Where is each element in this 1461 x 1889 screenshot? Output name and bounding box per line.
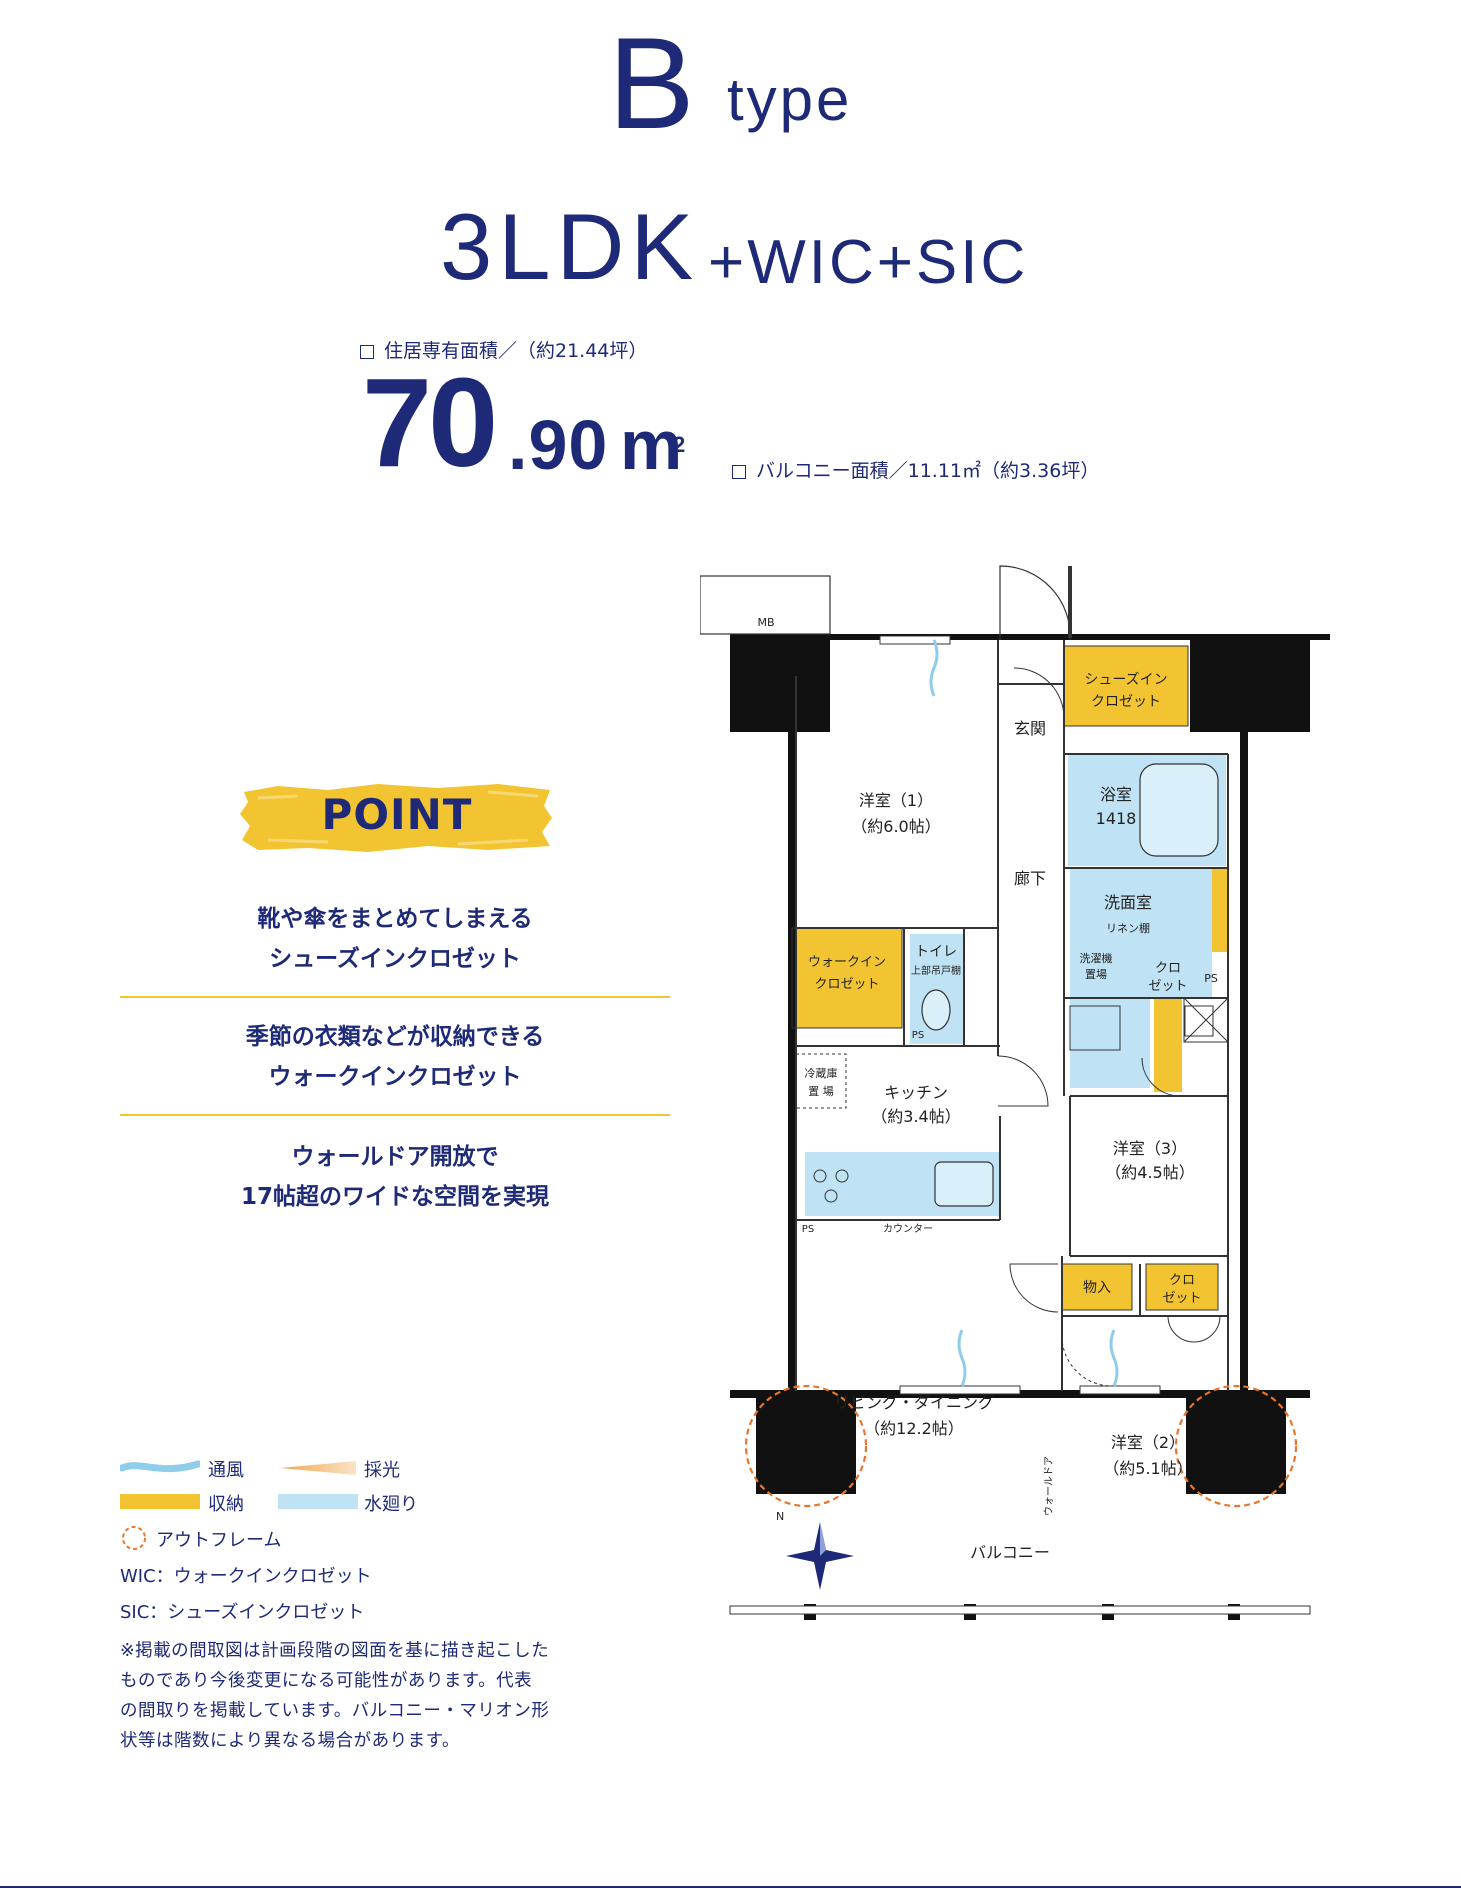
north-label: N	[776, 1510, 784, 1523]
balcony-label: バルコニー	[970, 1543, 1050, 1562]
toilet-shelf-label: 上部吊戸棚	[911, 964, 961, 977]
washer-label: 置場	[1085, 968, 1107, 981]
storage-areas	[792, 646, 1228, 1310]
closet-b-label: クロ	[1169, 1273, 1195, 1288]
ps-label: PS	[912, 1030, 924, 1041]
closet-a-label: クロ	[1155, 961, 1181, 976]
mb-label: MB	[757, 616, 774, 629]
storage-swatch	[120, 1494, 200, 1509]
legend-water: 水廻り	[364, 1494, 418, 1515]
ps-label: PS	[1204, 972, 1218, 985]
area-label-row: 住居専有面積／（約21.44坪）	[360, 342, 647, 361]
area-unit: m	[620, 406, 683, 484]
area-label: 住居専有面積／（約21.44坪）	[384, 340, 648, 362]
counter-label: カウンター	[883, 1223, 933, 1235]
ventilation-icon	[120, 1460, 200, 1473]
room1-size: （約6.0帖）	[851, 817, 940, 836]
square-icon	[360, 345, 374, 359]
closet-b-label: ゼット	[1162, 1291, 1201, 1306]
corridor-label: 廊下	[1014, 869, 1046, 888]
room1-label: 洋室（1）	[859, 791, 933, 810]
divider	[120, 996, 670, 998]
kitchen-label: キッチン	[884, 1083, 948, 1102]
room2-label: 洋室（2）	[1111, 1433, 1185, 1452]
area-unit-sup: 2	[673, 432, 686, 457]
legend-wic: WIC：ウォークインクロゼット	[120, 1566, 372, 1587]
room3-label: 洋室（3）	[1113, 1139, 1187, 1158]
legend-outframe: アウトフレーム	[156, 1530, 282, 1551]
water-swatch	[278, 1494, 358, 1509]
compass-icon	[786, 1522, 854, 1590]
plan-main: 3LDK	[440, 194, 700, 299]
storage-label: 物入	[1083, 1280, 1111, 1296]
ps-label: PS	[802, 1224, 814, 1235]
outframe-circle-right	[1174, 1384, 1298, 1508]
balcony-label-row: バルコニー面積／11.11㎡（約3.36坪）	[732, 462, 1099, 481]
kitchen-size: （約3.4帖）	[871, 1107, 960, 1126]
linen-label: リネン棚	[1106, 921, 1150, 935]
ld-size: （約12.2帖）	[864, 1419, 964, 1438]
floor-plan: MB	[700, 565, 1330, 1620]
point-2-line2: ウォークインクロゼット	[268, 1064, 522, 1090]
disclaimer-note: ※掲載の間取図は計画段階の図面を基に描き起こしたものであり今後変更になる可能性が…	[120, 1641, 550, 1751]
point-brush-stroke	[240, 784, 552, 852]
wic-label: クロゼット	[814, 977, 879, 992]
fridge-label: 置 場	[808, 1085, 834, 1098]
closet-a-label: ゼット	[1148, 979, 1187, 994]
washroom-label: 洗面室	[1104, 893, 1152, 912]
point-3-line2: 17帖超のワイドな空間を実現	[240, 1184, 549, 1210]
point-badge: POINT	[321, 790, 473, 839]
fridge-label: 冷蔵庫	[805, 1066, 838, 1080]
bath-label: 浴室	[1100, 785, 1132, 804]
legend-daylight: 採光	[364, 1460, 400, 1481]
wic-label: ウォークイン	[808, 955, 886, 970]
entrance-label: 玄関	[1014, 719, 1046, 738]
plan-extra: +WIC+SIC	[708, 228, 1029, 297]
divider	[120, 1114, 670, 1116]
type-letter: B	[608, 10, 695, 156]
bath-size: 1418	[1096, 809, 1137, 828]
room3-size: （約4.5帖）	[1105, 1163, 1194, 1182]
type-word: type	[727, 66, 853, 133]
legend-sic: SIC：シューズインクロゼット	[120, 1602, 365, 1623]
toilet-label: トイレ	[915, 944, 957, 960]
daylight-icon	[280, 1461, 356, 1475]
area-value-int: 70	[362, 352, 498, 493]
walls	[730, 634, 1330, 1620]
washer-label: 洗濯機	[1080, 951, 1113, 965]
bottom-rule	[0, 1886, 1461, 1888]
ld-label: リビング・ダイニング	[834, 1393, 994, 1412]
legend-storage: 収納	[208, 1494, 244, 1515]
sic-label: シューズイン	[1084, 672, 1167, 688]
balcony-label: バルコニー面積／11.11㎡（約3.36坪）	[756, 460, 1100, 482]
point-3-line1: ウォールドア開放で	[291, 1144, 499, 1170]
outframe-icon	[122, 1526, 146, 1550]
square-icon	[732, 465, 746, 479]
point-1-line1: 靴や傘をまとめてしまえる	[257, 906, 533, 932]
sic-label: クロゼット	[1091, 694, 1161, 710]
legend-ventilation: 通風	[208, 1460, 244, 1481]
wall-door-label: ウォールドア	[1043, 1456, 1055, 1516]
area-value-dec: .90	[508, 406, 609, 484]
point-1-line2: シューズインクロゼット	[269, 946, 521, 972]
outframe-circle-left	[744, 1384, 868, 1508]
room2-size: （約5.1帖）	[1103, 1459, 1192, 1478]
point-2-line1: 季節の衣類などが収納できる	[245, 1024, 545, 1050]
